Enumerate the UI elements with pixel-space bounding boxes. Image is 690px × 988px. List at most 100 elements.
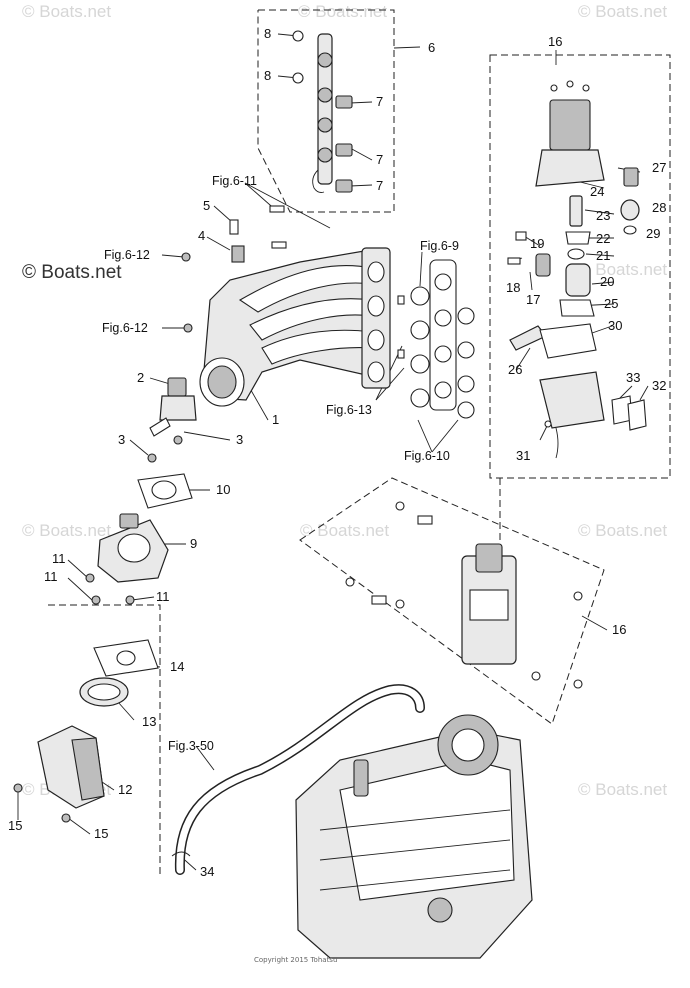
callout: 24 [590, 184, 604, 199]
callout: 11 [44, 569, 58, 584]
callout: 18 [506, 280, 520, 295]
o-ring [292, 30, 304, 42]
ring-21 [567, 248, 585, 260]
bolt-head [13, 783, 23, 793]
callout: 16 [548, 34, 562, 49]
throttle-body-group [85, 473, 193, 605]
collar [371, 595, 387, 605]
separator-panel [469, 589, 509, 621]
o-ring-gasket [410, 286, 430, 306]
callout: 11 [156, 589, 170, 604]
iac-connector [167, 377, 187, 397]
sensor-27 [623, 167, 639, 187]
callout: 16 [612, 622, 626, 637]
hose-assembly [171, 684, 425, 875]
callout: 6 [428, 40, 435, 55]
callout: 33 [626, 370, 640, 385]
callout: 9 [190, 536, 197, 551]
port [367, 261, 385, 283]
bolt-head [181, 252, 191, 262]
gasket-port [434, 381, 452, 399]
fig-ref-6-12: Fig.6-12 [104, 248, 150, 262]
callout: 4 [198, 228, 205, 243]
callout: 14 [170, 659, 184, 674]
callout: 34 [200, 864, 214, 879]
clip-34 [171, 851, 191, 857]
fuel-rail-assembly [292, 30, 353, 193]
callout: 8 [264, 68, 271, 83]
module-box [489, 54, 671, 479]
callout: 8 [264, 26, 271, 41]
fig-ref-3-50: Fig.3-50 [168, 739, 214, 753]
port [367, 295, 385, 317]
bolt [271, 241, 287, 249]
watermark: © Boats.net [578, 260, 667, 279]
callout: 10 [216, 482, 230, 497]
callout: 26 [508, 362, 522, 377]
intake-box [48, 604, 161, 876]
callout: 3 [236, 432, 243, 447]
hose-inner [176, 685, 424, 874]
screw-head [91, 595, 101, 605]
clip-18 [507, 257, 521, 265]
brand-watermark: © Boats.net [22, 262, 122, 283]
port [367, 361, 385, 383]
fig-ref-6-12: Fig.6-12 [102, 321, 148, 335]
intake-manifold [181, 205, 405, 407]
fig-ref-6-10: Fig.6-10 [404, 449, 450, 463]
filter-17 [535, 253, 551, 277]
o-ring-29 [623, 225, 637, 235]
callout: 15 [8, 818, 22, 833]
callout-labels: 8 8 6 7 7 7 5 4 1 2 3 3 10 9 11 11 11 14… [8, 26, 666, 879]
callout: 32 [652, 378, 666, 393]
injector-port [317, 147, 333, 163]
holder-25 [559, 299, 595, 317]
callout: 3 [118, 432, 125, 447]
float-chamber [539, 371, 605, 429]
fuel-rail-box [257, 9, 395, 213]
pump-20 [565, 263, 591, 297]
gasket-port [434, 309, 452, 327]
gasket-30 [539, 323, 597, 359]
fig-ref-6-13: Fig.6-13 [326, 403, 372, 417]
oil-filter [427, 897, 453, 923]
fig-ref-6-11: Fig.6-11 [212, 174, 257, 188]
callout: 7 [376, 178, 383, 193]
screw [550, 84, 558, 92]
o-ring-gasket [410, 388, 430, 408]
separator-top [475, 543, 503, 573]
duct-bore [87, 683, 121, 701]
bolt-head [173, 435, 183, 445]
callout: 29 [646, 226, 660, 241]
grommet [345, 577, 355, 587]
port [367, 329, 385, 351]
fuel-pump-module [507, 80, 647, 459]
gasket-port [434, 273, 452, 291]
callout: 17 [526, 292, 540, 307]
callout: 27 [652, 160, 666, 175]
engine-block [295, 714, 533, 959]
manifold-flange [361, 247, 391, 389]
plate-hole [116, 650, 136, 666]
injector [335, 179, 353, 193]
grommet [573, 591, 583, 601]
figure-references: Fig.6-11 Fig.6-12 Fig.6-12 Fig.6-9 Fig.6… [102, 174, 459, 753]
iac-body [159, 395, 197, 421]
callout: 7 [376, 152, 383, 167]
drain-hose [555, 427, 559, 459]
screw-head [125, 595, 135, 605]
screw [566, 80, 574, 88]
fuel-line-stub [312, 169, 325, 193]
gasket-bore [151, 480, 177, 500]
clip-19 [515, 231, 527, 241]
o-ring-gasket [457, 307, 475, 325]
watermark: © Boats.net [578, 780, 667, 799]
injector-port [317, 117, 333, 133]
grommet [395, 501, 405, 511]
callout: 31 [516, 448, 530, 463]
bolt-head [183, 323, 193, 333]
o-ring [292, 72, 304, 84]
gasket-32 [627, 399, 647, 431]
iac-valve [147, 377, 197, 463]
